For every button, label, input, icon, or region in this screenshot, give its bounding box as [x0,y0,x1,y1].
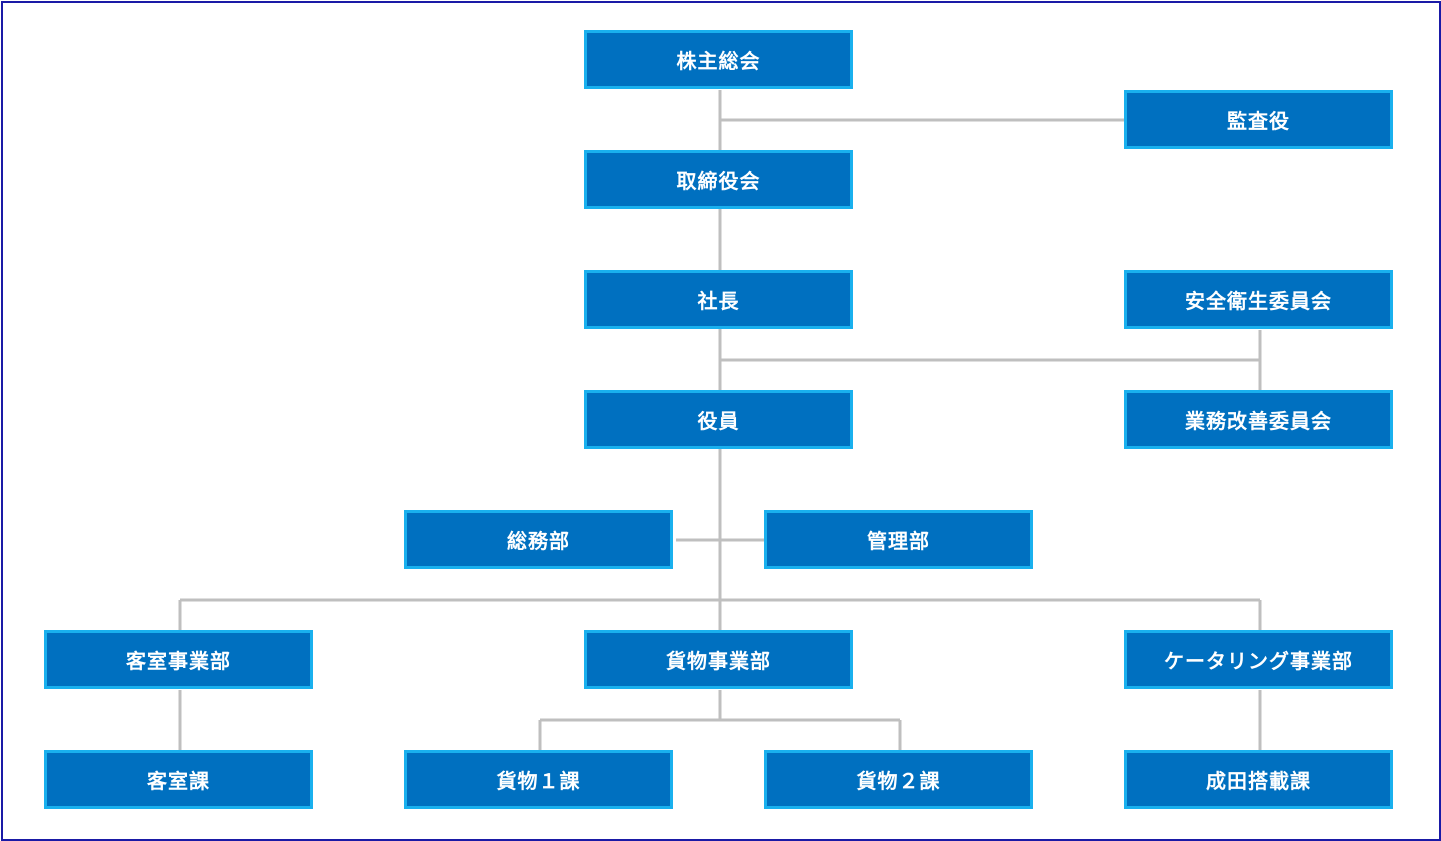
node-narita-loading-section: 成田搭載課 [1124,750,1393,809]
node-auditor: 監査役 [1124,90,1393,149]
node-safety-committee: 安全衛生委員会 [1124,270,1393,329]
node-board: 取締役会 [584,150,853,209]
node-cargo-section-2: 貨物２課 [764,750,1033,809]
node-catering-division: ケータリング事業部 [1124,630,1393,689]
node-administration: 管理部 [764,510,1033,569]
node-shareholders-meeting: 株主総会 [584,30,853,89]
node-general-affairs: 総務部 [404,510,673,569]
node-president: 社長 [584,270,853,329]
node-improvement-committee: 業務改善委員会 [1124,390,1393,449]
node-officers: 役員 [584,390,853,449]
node-passenger-division: 客室事業部 [44,630,313,689]
node-cargo-section-1: 貨物１課 [404,750,673,809]
node-passenger-section: 客室課 [44,750,313,809]
node-cargo-division: 貨物事業部 [584,630,853,689]
